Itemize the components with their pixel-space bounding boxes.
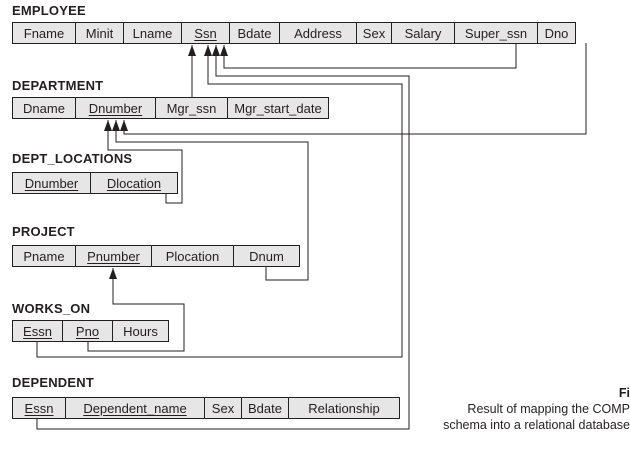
attribute-label: Sex <box>211 400 235 416</box>
dependent-attr-relationship: Relationship <box>289 398 399 418</box>
works-on-attr-pno: Pno <box>63 321 113 341</box>
works-on-attr-hours: Hours <box>113 321 168 341</box>
arrowhead-ssn-mgr <box>188 45 196 56</box>
attribute-label: Hours <box>123 323 158 339</box>
figure-caption-line-1: Result of mapping the COMP <box>467 402 630 416</box>
employee-attr-lname: Lname <box>124 23 182 43</box>
fk-dno-line <box>123 43 587 135</box>
arrowhead-ssn-works-on <box>204 45 212 56</box>
project-title: PROJECT <box>12 224 75 239</box>
dept-locations-title: DEPT_LOCATIONS <box>12 151 133 166</box>
attribute-label: Mgr_ssn <box>166 100 217 116</box>
dept-locations-attr-dnumber: Dnumber <box>13 173 91 193</box>
attribute-label: Dnum <box>249 248 284 264</box>
attribute-label: Dnumber <box>24 175 79 191</box>
fk-dependent-essn-line <box>36 45 410 430</box>
arrowhead-ssn-super <box>220 45 228 56</box>
project-relation: Pname Pnumber Plocation Dnum <box>12 245 300 267</box>
project-attr-dnum: Dnum <box>234 246 299 266</box>
department-relation: Dname Dnumber Mgr_ssn Mgr_start_date <box>12 97 329 119</box>
attribute-label: Dnumber <box>88 100 143 116</box>
attribute-label: Address <box>294 25 342 41</box>
attribute-label: Sex <box>362 25 386 41</box>
employee-relation: Fname Minit Lname Ssn Bdate Address Sex Salary S… <box>12 22 576 44</box>
employee-attr-minit: Minit <box>76 23 124 43</box>
attribute-label: Pno <box>75 323 100 339</box>
employee-attr-ssn: Ssn <box>182 23 230 43</box>
works-on-title: WORKS_ON <box>12 301 91 316</box>
employee-attr-salary: Salary <box>392 23 455 43</box>
attribute-label: Fname <box>23 25 65 41</box>
project-attr-pname: Pname <box>13 246 76 266</box>
figure-caption: Fi Result of mapping the COMP schema int… <box>420 385 630 433</box>
fk-works-on-essn-line <box>36 45 403 358</box>
figure-label: Fi <box>618 386 630 400</box>
attribute-label: Dlocation <box>106 175 162 191</box>
attribute-label: Plocation <box>165 248 220 264</box>
attribute-label: Dependent_name <box>83 400 187 416</box>
arrowhead-dnumber-project <box>112 120 120 131</box>
dept-locations-relation: Dnumber Dlocation <box>12 172 178 194</box>
works-on-attr-essn: Essn <box>13 321 63 341</box>
attribute-label: Pnumber <box>87 248 140 264</box>
dependent-relation: Essn Dependent_name Sex Bdate Relationship <box>12 397 400 419</box>
employee-attr-super-ssn: Super_ssn <box>455 23 538 43</box>
department-attr-dnumber: Dnumber <box>76 98 156 118</box>
dependent-attr-dependent-name: Dependent_name <box>66 398 205 418</box>
attribute-label: Relationship <box>308 400 380 416</box>
fk-dnum-line <box>115 120 309 281</box>
employee-attr-sex: Sex <box>357 23 392 43</box>
department-title: DEPARTMENT <box>12 78 104 93</box>
attribute-label: Essn <box>24 400 54 416</box>
works-on-relation: Essn Pno Hours <box>12 320 169 342</box>
employee-attr-address: Address <box>280 23 357 43</box>
attribute-label: Bdate <box>237 25 272 41</box>
arrowhead-pnumber-pno <box>109 268 117 279</box>
department-attr-mgr-ssn: Mgr_ssn <box>156 98 228 118</box>
fk-super-ssn-line <box>223 43 517 69</box>
fk-pno-line <box>87 268 185 352</box>
department-attr-dname: Dname <box>13 98 76 118</box>
arrowhead-dnumber-dno <box>120 120 128 131</box>
project-attr-plocation: Plocation <box>152 246 234 266</box>
employee-attr-bdate: Bdate <box>230 23 280 43</box>
attribute-label: Mgr_start_date <box>234 100 322 116</box>
dependent-attr-essn: Essn <box>13 398 66 418</box>
dependent-attr-sex: Sex <box>205 398 242 418</box>
attribute-label: Minit <box>85 25 114 41</box>
attribute-label: Ssn <box>194 25 217 41</box>
dependent-title: DEPENDENT <box>12 375 94 390</box>
figure-caption-line-2: schema into a relational database <box>443 418 630 432</box>
attribute-label: Lname <box>132 25 173 41</box>
attribute-label: Super_ssn <box>464 25 528 41</box>
project-attr-pnumber: Pnumber <box>76 246 152 266</box>
attribute-label: Bdate <box>248 400 282 416</box>
attribute-label: Dno <box>544 25 569 41</box>
employee-attr-dno: Dno <box>538 23 575 43</box>
department-attr-mgr-start-date: Mgr_start_date <box>228 98 328 118</box>
attribute-label: Dname <box>23 100 65 116</box>
attribute-label: Essn <box>23 323 52 339</box>
employee-title: EMPLOYEE <box>12 3 86 18</box>
dependent-attr-bdate: Bdate <box>242 398 289 418</box>
arrowhead-dnumber-locations <box>104 120 112 131</box>
dept-locations-attr-dlocation: Dlocation <box>91 173 177 193</box>
employee-attr-fname: Fname <box>13 23 76 43</box>
arrowhead-ssn-dependent <box>212 45 220 56</box>
fk-dept-locations-dnumber-line <box>107 120 183 204</box>
attribute-label: Pname <box>23 248 65 264</box>
attribute-label: Salary <box>404 25 442 41</box>
